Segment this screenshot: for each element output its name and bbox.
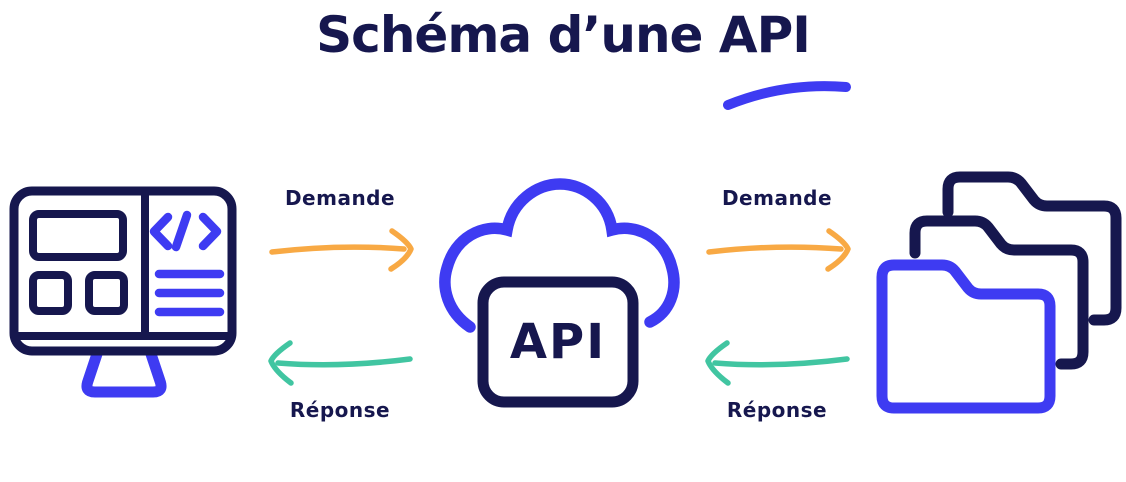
text-lines-icon [154,269,225,317]
request-label-left: Demande [284,186,396,210]
monitor-wireframe-blocks [29,210,128,315]
arrow-right-icon [269,228,414,272]
folder-stack-icon [876,171,1122,414]
cloud-outline [439,178,680,333]
request-label-right: Demande [721,186,833,210]
api-box-label: API [509,314,607,370]
arrow-right-icon [706,228,851,272]
folder-front [876,259,1056,414]
folder-middle [909,215,1089,370]
page-title: Schéma d’une API [316,6,811,64]
response-label-right: Réponse [726,398,828,422]
monitor-code-icon [9,186,237,398]
api-box [477,276,639,408]
title-underline-swoosh-icon [723,81,851,110]
api-cloud-icon [439,178,680,408]
arrow-left-icon [268,340,413,386]
code-icon [149,210,222,252]
response-label-left: Réponse [289,398,391,422]
arrow-left-icon [705,340,850,386]
folder-back [942,171,1122,326]
monitor-stand [81,348,167,398]
